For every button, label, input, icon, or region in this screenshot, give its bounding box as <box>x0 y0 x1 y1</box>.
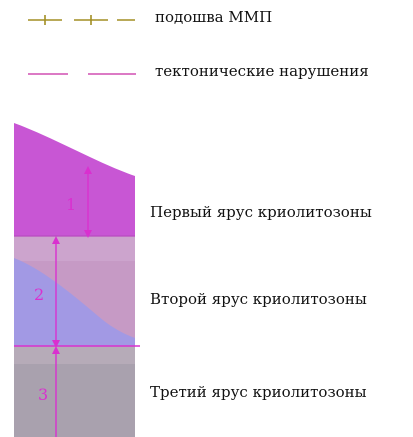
tier-2-number: 2 <box>34 285 44 304</box>
tier-2-label: Второй ярус криолитозоны <box>150 292 367 307</box>
tier-3-label: Третий ярус криолитозоны <box>150 385 367 400</box>
tier-1-block <box>14 123 135 236</box>
tier-3-number: 3 <box>38 385 48 404</box>
tier-2-upper-band <box>14 236 135 261</box>
tier-1-number: 1 <box>66 195 76 214</box>
tier-1-label: Первый ярус криолитозоны <box>150 205 372 220</box>
